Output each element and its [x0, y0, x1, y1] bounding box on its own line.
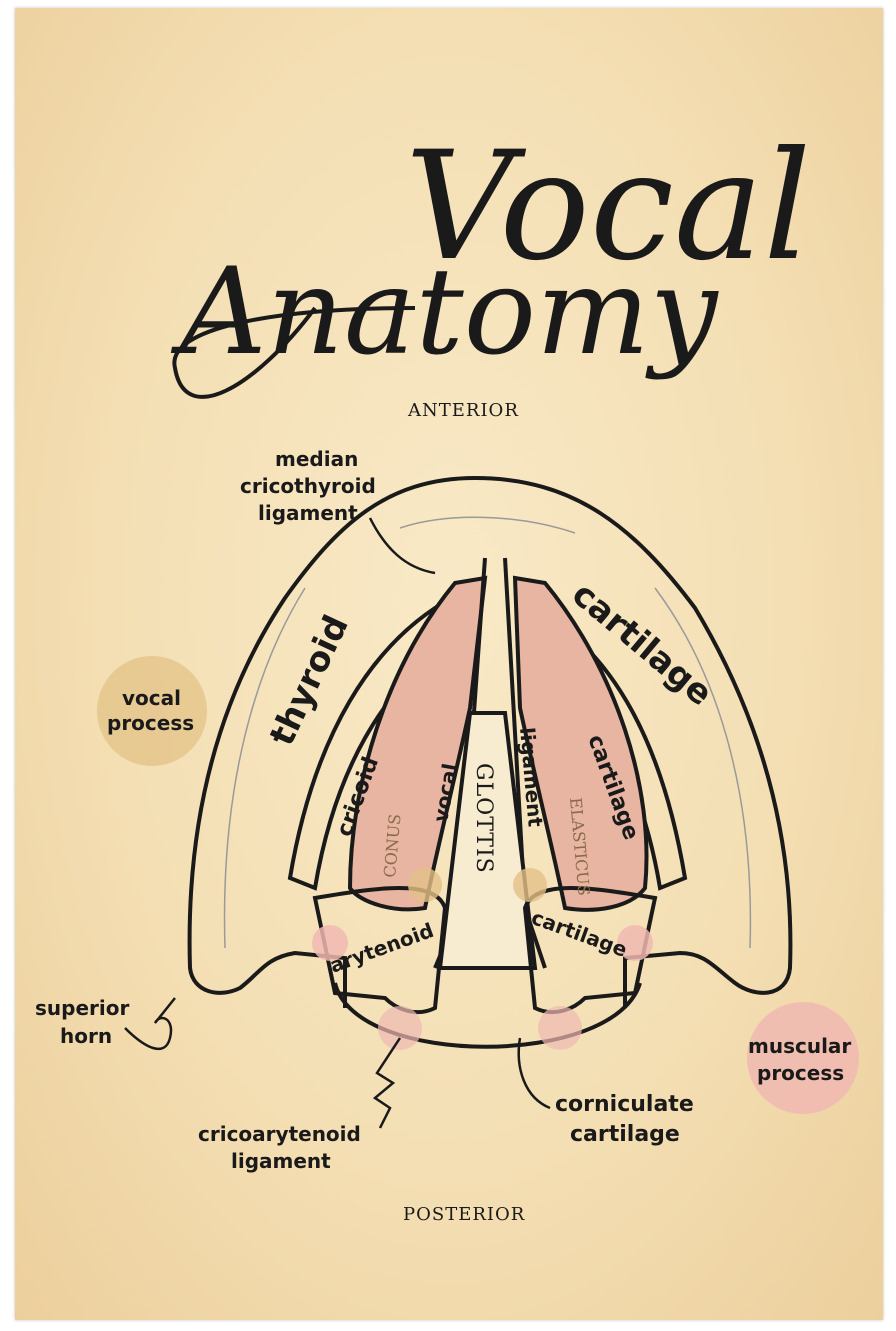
thyroid-cartilage-outline: [187, 476, 793, 1008]
label-cricoarytenoid: cricoarytenoid ligament: [198, 1122, 368, 1173]
arrow-superior-horn: [124, 997, 176, 1050]
arrow-median-cricothyroid: [368, 517, 436, 575]
label-thyroid: thyroid: [262, 609, 357, 752]
muscular-process-dot-left: [312, 925, 348, 961]
arrow-cricoarytenoid: [372, 1037, 402, 1129]
thyroid-inner-line-left: [223, 587, 306, 949]
label-muscular-process: muscular process: [748, 1034, 858, 1085]
conus-elasticus-right: [512, 575, 649, 912]
label-vocal-process: vocal process: [107, 686, 194, 735]
label-corniculate: corniculate cartilage: [555, 1092, 701, 1147]
cricoarytenoid-dot-right: [538, 1006, 582, 1050]
vocal-anatomy-diagram: Vocal Anatomy ANTERIOR POSTERIOR median …: [35, 120, 859, 1225]
arytenoid-left: [312, 886, 448, 1015]
cricoarytenoid-dot-left: [378, 1006, 422, 1050]
title-anatomy: Anatomy: [170, 243, 720, 382]
label-superior-horn: superior horn: [35, 996, 136, 1048]
arytenoid-right: [522, 886, 658, 1015]
vocal-process-highlight: [97, 656, 207, 766]
label-anterior: ANTERIOR: [407, 400, 519, 421]
label-posterior: POSTERIOR: [403, 1204, 525, 1225]
label-glottis: GLOTTIS: [471, 763, 496, 874]
muscular-process-highlight: [747, 1002, 859, 1114]
anterior-inner-line: [399, 516, 576, 534]
title-flourish: [172, 306, 416, 399]
vocal-process-dot-right: [513, 868, 547, 902]
glottis-shape: [437, 711, 538, 970]
conus-elasticus-left: [347, 575, 488, 912]
vocal-process-dot-left: [408, 868, 442, 902]
title-vocal: Vocal: [405, 120, 811, 294]
arrow-corniculate: [517, 1037, 551, 1110]
label-cartilage-lower: cartilage: [528, 905, 630, 962]
label-median-cricothyroid: median cricothyroid ligament: [240, 447, 383, 525]
muscular-process-dot-right: [617, 925, 653, 961]
thyroid-inner-line-right: [654, 587, 752, 949]
cricoid-posterior-ring: [333, 982, 642, 1049]
poster-background: Vocal Anatomy ANTERIOR POSTERIOR median …: [15, 8, 883, 1320]
